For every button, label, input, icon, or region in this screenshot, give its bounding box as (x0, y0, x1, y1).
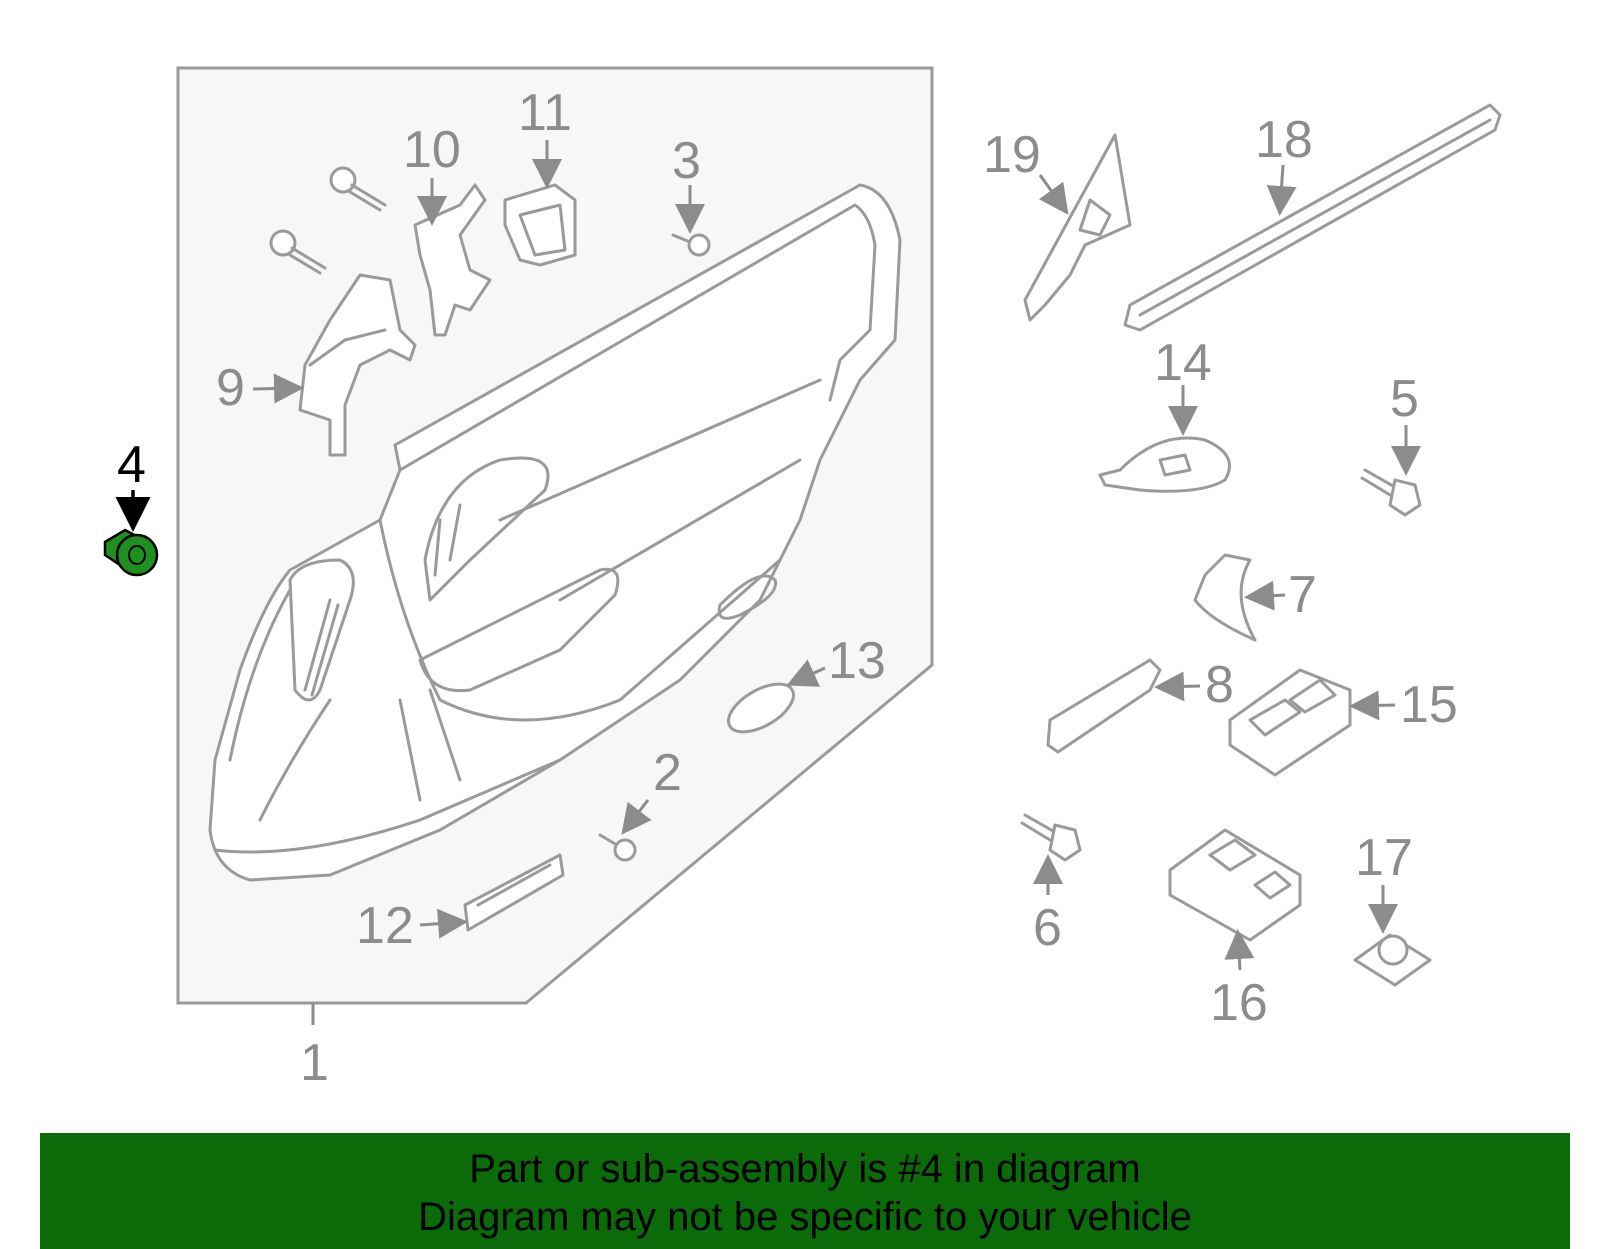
callout-13: 13 (828, 632, 886, 690)
callout-15: 15 (1400, 676, 1458, 734)
part-8-panel (1046, 658, 1162, 754)
arrow-2 (621, 799, 652, 835)
arrow-19 (1038, 174, 1069, 215)
callout-3: 3 (672, 132, 701, 190)
part-3-clip (671, 233, 711, 257)
callout-2: 2 (653, 744, 682, 802)
callout-12: 12 (356, 897, 414, 955)
callout-17: 17 (1355, 829, 1413, 887)
callout-10: 10 (403, 121, 461, 179)
callout-6: 6 (1033, 899, 1062, 957)
arrow-13 (786, 659, 826, 687)
part-15-switch (1228, 668, 1352, 777)
arrow-8 (1154, 671, 1201, 702)
callout-11: 11 (518, 84, 572, 142)
callout-4: 4 (117, 436, 146, 494)
parts-diagram: 1 2 3 4 5 6 7 8 9 10 11 12 13 14 15 16 1… (103, 66, 1502, 1092)
arrow-16 (1224, 929, 1255, 971)
door-trim-panel (208, 183, 902, 882)
arrow-15 (1349, 690, 1396, 721)
part-11-bracket (503, 183, 577, 267)
callout-8: 8 (1205, 656, 1234, 714)
part-5-bolt (1360, 468, 1422, 517)
arrow-18 (1266, 164, 1297, 216)
callout-1: 1 (300, 1034, 329, 1092)
part-14-switch-bezel (1098, 436, 1231, 493)
arrow-9 (252, 373, 304, 404)
screw-icon-upper (329, 166, 387, 212)
callout-19: 19 (983, 126, 1041, 184)
info-banner: Part or sub-assembly is #4 in diagram Di… (40, 1133, 1570, 1249)
callout-7: 7 (1288, 566, 1317, 624)
part-16-switch (1168, 828, 1302, 942)
part-17-nut (1353, 933, 1432, 987)
callout-5: 5 (1390, 370, 1419, 428)
part-13-cap (727, 682, 795, 734)
arrow-7 (1244, 580, 1286, 611)
callout-9: 9 (216, 359, 245, 417)
part-18-weatherstrip (1123, 103, 1502, 332)
banner-line-part: Part or sub-assembly is #4 in diagram (469, 1147, 1141, 1191)
screw-icon-lower (269, 229, 327, 275)
part-6-bolt (1020, 813, 1082, 862)
arrow-12 (419, 908, 468, 939)
callout-16: 16 (1210, 974, 1268, 1032)
banner-line-disclaimer: Diagram may not be specific to your vehi… (418, 1195, 1192, 1239)
callout-14: 14 (1154, 334, 1212, 392)
part-2-clip (598, 833, 637, 862)
part-19-mirror-trim (1023, 133, 1132, 322)
part-9-bracket (298, 273, 417, 457)
part-4-clip-highlight (103, 528, 159, 577)
callout-18: 18 (1255, 111, 1313, 169)
part-7-cover (1193, 553, 1257, 642)
